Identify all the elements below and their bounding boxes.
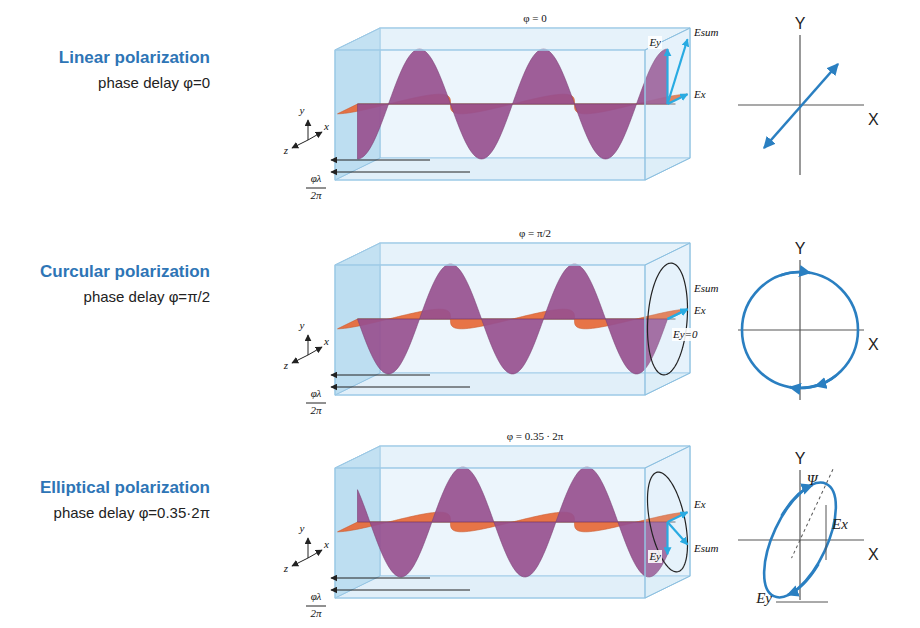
phase-label: φ = π/2 <box>519 227 551 240</box>
z-axis-arrow <box>292 355 308 363</box>
row-subtitle: phase delay φ=π/2 <box>84 288 210 305</box>
ex-extent-line <box>826 505 827 560</box>
polarization-plot <box>738 260 864 400</box>
fraction-denominator: 2π <box>310 404 321 417</box>
plot-y-axis <box>799 470 800 600</box>
row-title: Linear polarization <box>59 48 210 68</box>
delay-arrow <box>331 387 470 388</box>
y-axis-arrow <box>308 120 309 140</box>
ex-vector <box>668 309 688 319</box>
ex-label: Ex <box>694 498 706 511</box>
y-axis-arrow <box>308 538 309 558</box>
plot-y-axis <box>799 260 800 400</box>
wave-box <box>292 446 690 606</box>
polarization-ellipse <box>648 472 688 572</box>
axis-label: z <box>284 144 288 157</box>
box-right-face <box>645 446 690 598</box>
ex-vector <box>668 512 688 522</box>
row-title: Curcular polarization <box>40 262 210 282</box>
ey-vector <box>666 49 668 104</box>
row-subtitle: phase delay φ=0.35·2π <box>54 504 210 521</box>
box-right-face <box>645 28 690 180</box>
esum-label: Esum <box>694 542 718 555</box>
ey-label: Ey=0 <box>672 328 699 341</box>
fraction-denominator: 2π <box>310 189 321 202</box>
ey-extent-line <box>776 602 828 603</box>
delay-arrow <box>331 160 430 161</box>
box-top-face <box>335 243 690 265</box>
fraction-bar <box>306 188 326 189</box>
ey-label: Ey <box>648 36 662 49</box>
delay-arrow <box>331 590 470 591</box>
esum-label: Esum <box>694 26 718 39</box>
fraction-bar <box>306 606 326 607</box>
esum-vector <box>668 309 688 319</box>
ey-label: Ey <box>648 550 662 563</box>
circular-direction-arrow <box>780 272 810 275</box>
linear-trace <box>764 64 838 148</box>
delay-arrow <box>331 578 430 579</box>
box-top-face <box>335 446 690 468</box>
angle-label: Ψ <box>807 472 818 489</box>
polarization-plot <box>738 35 864 175</box>
fraction-bar <box>306 403 326 404</box>
ex-label: Ex <box>694 88 706 101</box>
plot-axis-label: Y <box>795 450 806 468</box>
axis-label: x <box>324 120 329 133</box>
esum-label: Esum <box>694 282 718 295</box>
circular-trace <box>742 272 858 388</box>
ey-vector <box>666 522 668 554</box>
fraction-numerator: φλ <box>311 172 322 185</box>
axis-label: y <box>300 522 305 535</box>
z-axis-arrow <box>292 140 308 148</box>
wave-box <box>292 28 690 188</box>
ex-label: Ex <box>832 516 848 533</box>
axis-label: y <box>300 319 305 332</box>
axis-label: y <box>300 104 305 117</box>
plot-axis-label: Y <box>795 240 806 258</box>
x-axis-arrow <box>308 550 322 558</box>
plot-x-axis <box>738 329 864 330</box>
elliptical-direction-arrow <box>788 558 819 601</box>
fraction-numerator: φλ <box>311 387 322 400</box>
ex-label: Ex <box>694 304 706 317</box>
major-axis-dashed <box>792 469 833 558</box>
x-axis-arrow <box>308 132 322 140</box>
ey-label: Ey <box>756 590 772 607</box>
axis-label: x <box>324 538 329 551</box>
esum-vector <box>668 522 688 545</box>
axis-label: z <box>284 359 288 372</box>
circular-direction-arrow <box>816 375 837 385</box>
box-right-face <box>645 243 690 395</box>
elliptical-trace-group <box>749 458 857 608</box>
polarization-plot <box>738 470 864 600</box>
polarization-ellipse <box>648 263 688 375</box>
plot-axis-label: X <box>868 546 879 564</box>
plot-x-axis <box>738 539 864 540</box>
row-title: Elliptical polarization <box>40 478 210 498</box>
plot-axis-label: Y <box>795 15 806 33</box>
phase-label: φ = 0 <box>523 12 547 25</box>
x-axis-arrow <box>308 347 322 355</box>
axis-label: x <box>324 335 329 348</box>
plot-axis-label: X <box>868 111 879 129</box>
z-axis-arrow <box>292 558 308 566</box>
fraction-denominator: 2π <box>310 607 321 620</box>
axis-label: z <box>284 562 288 575</box>
delay-arrow <box>331 172 470 173</box>
wave-box <box>292 243 690 403</box>
row-subtitle: phase delay φ=0 <box>98 74 210 91</box>
phase-label: φ = 0.35 ∙ 2π <box>507 430 564 443</box>
box-top-face <box>335 28 690 50</box>
esum-vector <box>668 39 688 104</box>
delay-arrow <box>331 375 430 376</box>
plot-axis-label: X <box>868 336 879 354</box>
fraction-numerator: φλ <box>311 590 322 603</box>
y-axis-arrow <box>308 335 309 355</box>
